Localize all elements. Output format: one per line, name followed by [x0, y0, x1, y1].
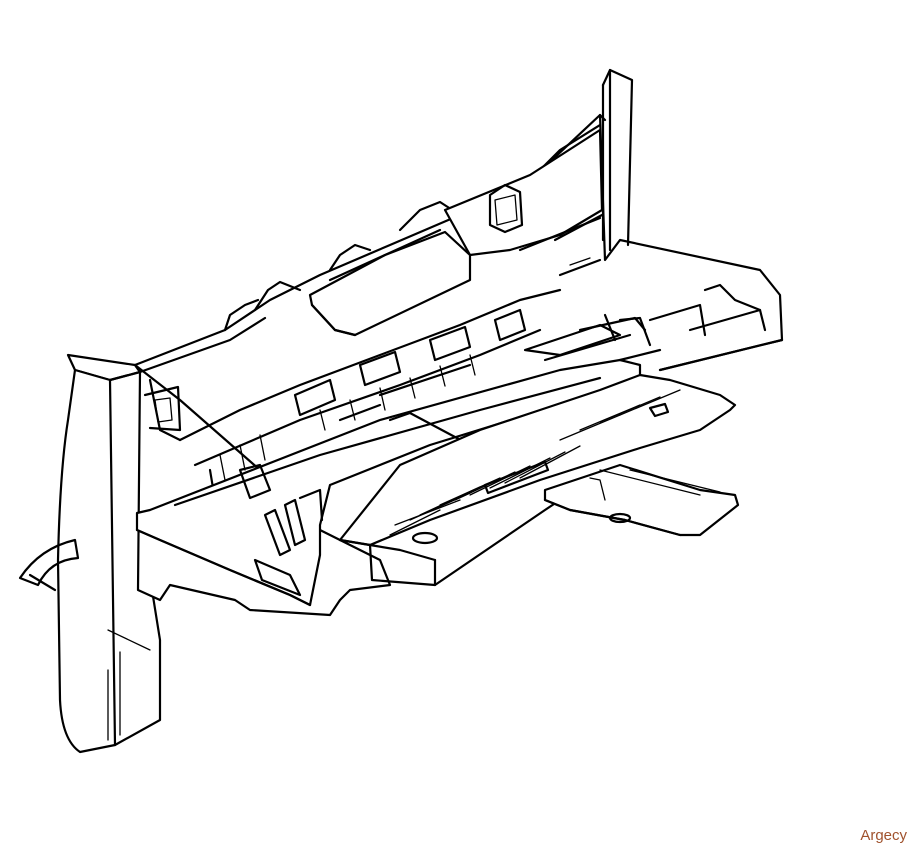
right-side-rail — [618, 283, 784, 372]
inner-feed-area — [178, 288, 562, 507]
pull-out-extension — [543, 463, 740, 537]
extension-tray-front — [338, 373, 737, 587]
watermark-text: Argecy — [860, 827, 907, 844]
upper-cover-plates — [308, 128, 604, 337]
left-side-bracket — [18, 353, 162, 754]
main-paper-tray — [135, 313, 652, 607]
